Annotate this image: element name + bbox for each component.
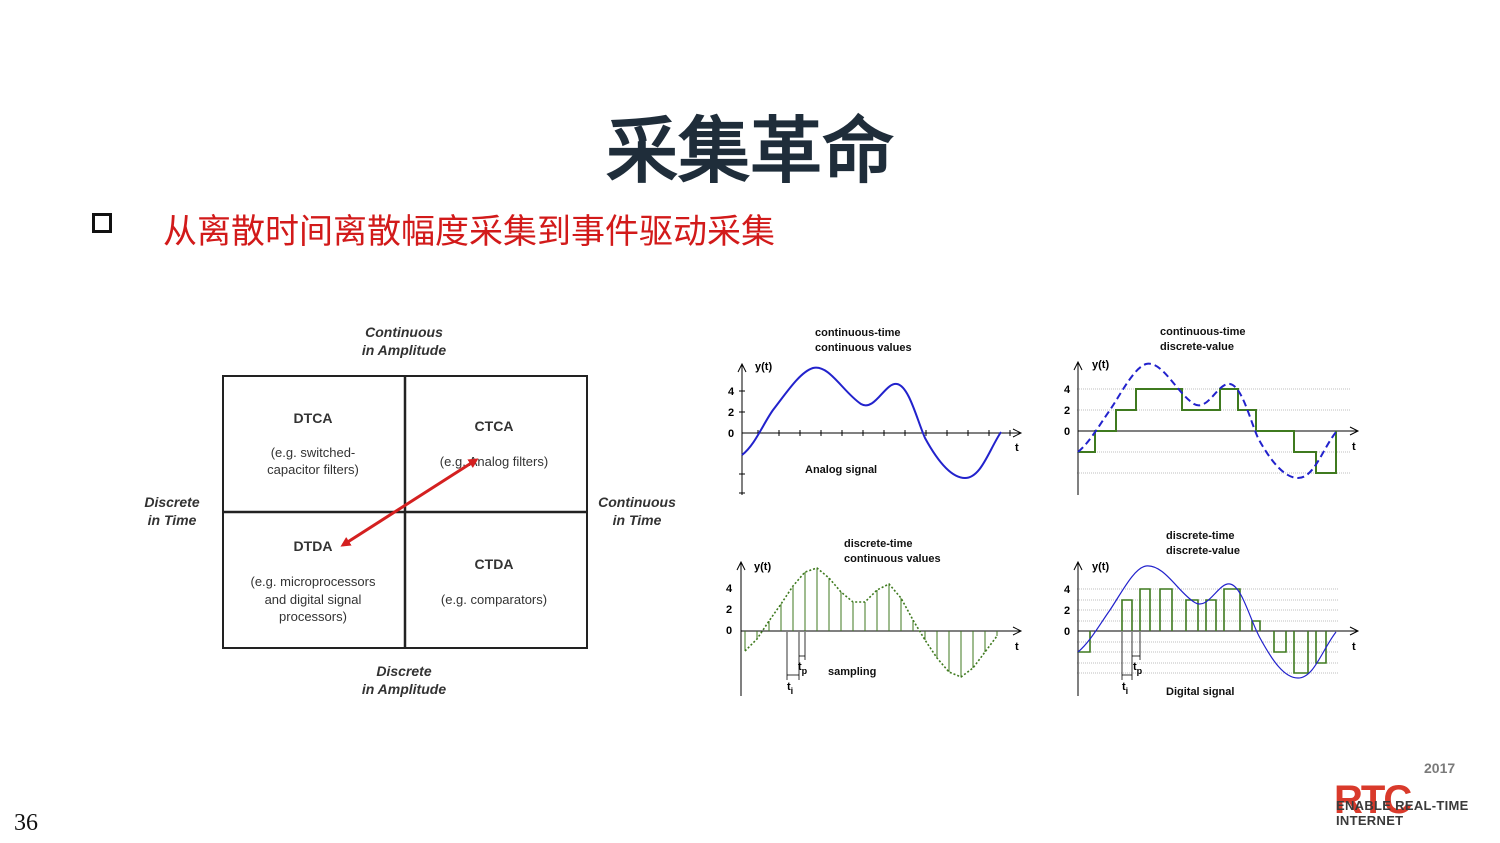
- plot3-heading-1: discrete-time: [844, 538, 912, 550]
- plot3-interval-brackets: [786, 632, 806, 680]
- plot2-tick-4: 4: [1064, 384, 1071, 396]
- plot2-tick-0: 0: [1064, 426, 1070, 438]
- plot1-y-arrow-icon: [737, 362, 747, 373]
- plot1-heading-1: continuous-time: [815, 327, 901, 339]
- plot2-ylabel: y(t): [1092, 359, 1109, 371]
- slide-title: 采集革命: [605, 109, 894, 193]
- plot4-tick-2: 2: [1064, 605, 1070, 617]
- left-axis-label-2: in Time: [148, 512, 197, 528]
- plot2-xlabel: t: [1352, 441, 1356, 453]
- bullet-square-icon: [92, 213, 112, 233]
- plot2-heading-2: discrete-value: [1160, 341, 1234, 353]
- plot3-tick-2: 2: [726, 604, 732, 616]
- plot3-x-arrow-icon: [1012, 626, 1023, 636]
- plot3-tp-label: tp: [798, 661, 808, 676]
- plot3-tick-4: 4: [726, 583, 733, 595]
- plot3-ylabel: y(t): [754, 561, 771, 573]
- plot4-ti-label: ti: [1122, 681, 1128, 696]
- plot4-heading-2: discrete-value: [1166, 545, 1240, 557]
- plot4-tp-label: tp: [1133, 661, 1143, 676]
- plot4-tick-4: 4: [1064, 584, 1071, 596]
- left-axis-label-1: Discrete: [144, 494, 199, 510]
- cell-ctca-title: CTCA: [475, 418, 514, 434]
- page-number: 36: [14, 810, 38, 836]
- plot4-x-arrow-icon: [1349, 626, 1360, 636]
- plot-analog-signal: continuous-time continuous values y(t) t…: [728, 327, 1023, 495]
- rtc-logo-year: 2017: [1424, 760, 1456, 776]
- cell-dtca-desc-1: (e.g. switched-: [271, 445, 356, 460]
- plot1-analog-curve: [741, 366, 1002, 480]
- plot3-heading-2: continuous values: [844, 553, 941, 565]
- plot2-heading-1: continuous-time: [1160, 326, 1246, 338]
- cell-ctda-desc-1: (e.g. comparators): [441, 592, 547, 607]
- plot3-sample-envelope: [744, 567, 998, 678]
- right-axis-label-2: in Time: [613, 512, 662, 528]
- top-axis-label-1: Continuous: [365, 324, 443, 340]
- plot3-ti-label: ti: [787, 681, 793, 696]
- rtc-tagline-line-2: INTERNET: [1336, 813, 1404, 828]
- plot4-ylabel: y(t): [1092, 561, 1109, 573]
- rtc-tagline-line-1: ENABLE REAL-TIME: [1336, 798, 1469, 813]
- rtc-logo-letters: RTC: [1334, 778, 1411, 822]
- plot-sampling: discrete-time continuous values y(t) t 4…: [726, 538, 1023, 696]
- plot4-caption: Digital signal: [1166, 686, 1234, 698]
- plot4-tick-0: 0: [1064, 626, 1070, 638]
- plot3-y-arrow-icon: [736, 560, 746, 571]
- cell-dtca-desc-2: capacitor filters): [267, 462, 359, 477]
- plot-discrete-value: continuous-time discrete-value y(t) t 4 …: [1064, 326, 1360, 495]
- cell-dtca-title: DTCA: [294, 410, 333, 426]
- bottom-axis-label-2: in Amplitude: [362, 681, 446, 697]
- right-axis-label-1: Continuous: [598, 494, 676, 510]
- plot2-x-arrow-icon: [1349, 426, 1360, 436]
- quadrant-diagram: Continuous in Amplitude Discrete in Ampl…: [144, 324, 676, 697]
- plot4-interval-brackets: [1121, 632, 1141, 680]
- cell-dtda-desc-3: processors): [279, 609, 347, 624]
- bullet-text: 从离散时间离散幅度采集到事件驱动采集: [163, 212, 775, 252]
- plot1-xlabel: t: [1015, 442, 1019, 454]
- plot3-xlabel: t: [1015, 641, 1019, 653]
- transition-arrow: [340, 458, 479, 547]
- rtc-logo-tagline: ENABLE REAL-TIME INTERNET: [1336, 798, 1469, 828]
- plot2-quantized-steps: [1078, 388, 1337, 474]
- plot4-heading-1: discrete-time: [1166, 530, 1234, 542]
- plot1-tick-0: 0: [728, 428, 734, 440]
- plot4-y-arrow-icon: [1073, 560, 1083, 571]
- cell-dtda-desc-1: (e.g. microprocessors: [251, 574, 376, 589]
- plot1-caption: Analog signal: [805, 464, 877, 476]
- plot1-tick-2: 2: [728, 407, 734, 419]
- rtc-logo: RTC: [1334, 778, 1413, 822]
- plot1-x-arrow-icon: [1012, 428, 1023, 438]
- plot2-tick-2: 2: [1064, 405, 1070, 417]
- plot-digital-signal: discrete-time discrete-value y(t) t 4 2 …: [1064, 530, 1360, 698]
- cell-dtda-desc-2: and digital signal: [265, 592, 362, 607]
- plot3-caption: sampling: [828, 666, 876, 678]
- plot1-heading-2: continuous values: [815, 342, 912, 354]
- plot1-tick-4: 4: [728, 386, 735, 398]
- cell-dtda-title: DTDA: [294, 538, 333, 554]
- plot4-analog-curve: [1077, 565, 1337, 679]
- plot2-analog-dashed-curve: [1077, 362, 1337, 480]
- plot3-sample-stems: [744, 568, 998, 677]
- plot3-tick-0: 0: [726, 625, 732, 637]
- plot4-xlabel: t: [1352, 641, 1356, 653]
- plot2-y-arrow-icon: [1073, 360, 1083, 371]
- top-axis-label-2: in Amplitude: [362, 342, 446, 358]
- cell-ctda-title: CTDA: [475, 556, 514, 572]
- cell-ctca-desc-1: (e.g. Analog filters): [440, 454, 548, 469]
- bottom-axis-label-1: Discrete: [376, 663, 431, 679]
- plot1-ylabel: y(t): [755, 361, 772, 373]
